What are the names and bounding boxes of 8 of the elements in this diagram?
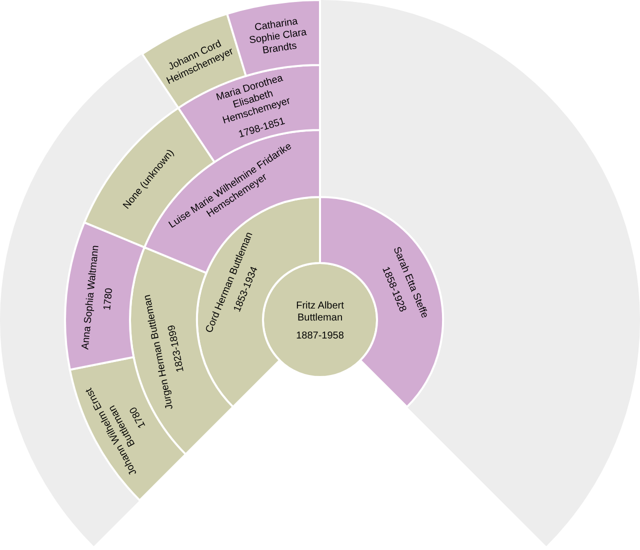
life-dates: 1823-1899 [166, 324, 186, 374]
person-name: Catharina Sophie Clara Brandts [248, 16, 308, 57]
person-segment [64, 221, 146, 371]
person-name: Anna Sophia Waltmann [80, 244, 102, 350]
life-dates: 1887-1958 [296, 330, 344, 342]
person-name: Fritz Albert Buttleman [296, 300, 344, 324]
life-dates: 1780 [102, 288, 116, 311]
person-circle [262, 262, 378, 378]
